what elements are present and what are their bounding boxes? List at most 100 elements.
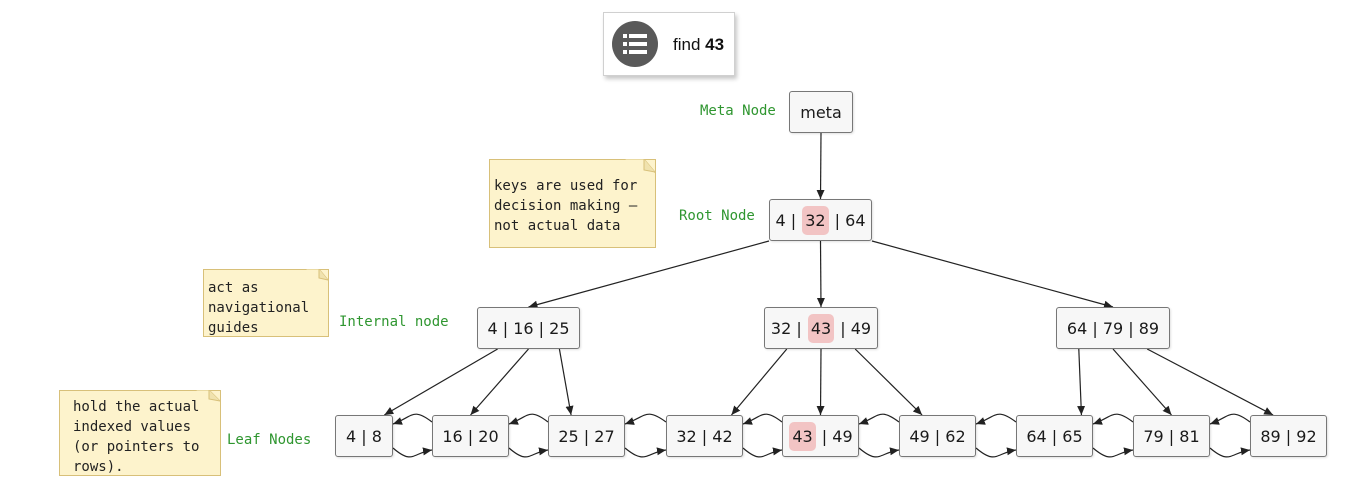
highlighted-key: 32	[802, 205, 829, 235]
leaf-node: 64 | 65	[1016, 415, 1093, 457]
edge-arrow	[558, 348, 574, 416]
leaf-node: 25 | 27	[548, 415, 625, 457]
meta-node: meta	[789, 91, 853, 133]
sibling-link-arrow	[624, 413, 667, 425]
edge-arrow	[816, 348, 825, 416]
edge-arrow	[854, 348, 923, 416]
node-key: 92	[1296, 426, 1317, 446]
node-key: 8	[371, 426, 382, 446]
leaf-note: hold the actual indexed values (or point…	[59, 390, 221, 476]
sibling-link-arrow	[742, 413, 783, 425]
edge-arrow	[383, 348, 498, 416]
root-node-label: Root Node	[679, 208, 755, 224]
node-key: 64	[1026, 426, 1047, 446]
meta-node-label: Meta Node	[700, 103, 776, 119]
edge-arrow	[816, 240, 825, 308]
key-separator: |	[356, 426, 372, 446]
node-key: 89	[1138, 318, 1160, 338]
leaf-node: 89 | 92	[1250, 415, 1327, 457]
edge-arrow	[1077, 348, 1086, 416]
internal-node-middle: 32 | 43 | 49	[764, 307, 878, 349]
internal-note-text: act as navigational guides	[208, 280, 310, 336]
root-node: 4 | 32 | 64	[769, 199, 872, 241]
key-separator: |	[1280, 426, 1297, 446]
search-title-key: 43	[705, 35, 725, 54]
highlighted-key: 43	[789, 421, 816, 451]
sibling-link-arrow	[858, 447, 900, 458]
node-key: 4	[775, 210, 786, 230]
leaf-node: 4 | 8	[335, 415, 393, 457]
key-separator: |	[497, 318, 514, 338]
list-icon	[612, 21, 658, 67]
sibling-link-arrow	[624, 447, 667, 458]
node-key: 64	[1066, 318, 1088, 338]
node-key: 32	[676, 426, 697, 446]
node-key: 20	[478, 426, 499, 446]
leaf-nodes-label: Leaf Nodes	[227, 432, 312, 448]
sibling-link-arrow	[975, 413, 1017, 425]
key-separator: |	[1163, 426, 1180, 446]
sibling-link-arrow	[1092, 413, 1134, 425]
key-separator: |	[578, 426, 595, 446]
edge-arrow	[1146, 348, 1274, 416]
leaf-node: 43 | 49	[782, 415, 859, 457]
node-key: 81	[1179, 426, 1200, 446]
key-separator: |	[1046, 426, 1063, 446]
leaf-node: 49 | 62	[899, 415, 976, 457]
search-title: find 43	[673, 13, 724, 77]
sibling-link-arrow	[858, 413, 900, 425]
node-key: 25	[558, 426, 579, 446]
internal-note: act as navigational guides	[203, 269, 329, 337]
node-key: 4	[487, 318, 498, 338]
node-key: 89	[1260, 426, 1281, 446]
node-key: 49	[909, 426, 930, 446]
key-separator: |	[835, 318, 851, 338]
node-key: 16	[513, 318, 534, 338]
node-key: 16	[442, 426, 463, 446]
node-key: 79	[1102, 318, 1124, 338]
node-key: 49	[850, 318, 872, 338]
key-separator: |	[1087, 318, 1103, 338]
sibling-link-arrow	[1092, 447, 1134, 458]
sibling-link-arrow	[975, 447, 1017, 458]
sibling-link-arrow	[1209, 447, 1251, 458]
node-key: 64	[845, 210, 866, 230]
node-key: 42	[712, 426, 733, 446]
edge-arrow	[528, 240, 770, 309]
edge-arrow	[1112, 348, 1172, 416]
sibling-link-arrow	[392, 447, 433, 458]
edge-arrow	[730, 348, 788, 416]
leaf-note-text: hold the actual indexed values (or point…	[73, 399, 200, 475]
key-separator: |	[1123, 318, 1139, 338]
leaf-node: 32 | 42	[666, 415, 743, 457]
edge-arrow	[816, 132, 825, 200]
key-separator: |	[533, 318, 550, 338]
key-separator: |	[462, 426, 479, 446]
leaf-node: 16 | 20	[432, 415, 509, 457]
node-key: 32	[770, 318, 792, 338]
internal-node-left: 4 | 16 | 25	[477, 307, 580, 349]
key-separator: |	[829, 210, 846, 230]
key-separator: |	[816, 426, 833, 446]
leaf-node: 79 | 81	[1133, 415, 1210, 457]
search-title-card: find 43	[603, 12, 735, 76]
node-key: 4	[346, 426, 357, 446]
key-separator: |	[785, 210, 802, 230]
node-key: 62	[945, 426, 966, 446]
sibling-link-arrow	[392, 413, 433, 425]
sibling-link-arrow	[508, 447, 549, 458]
key-separator: |	[696, 426, 713, 446]
node-key: 79	[1143, 426, 1164, 446]
root-note: keys are used for decision making – not …	[489, 159, 656, 248]
meta-node-text: meta	[800, 102, 842, 122]
node-key: 27	[594, 426, 615, 446]
key-separator: |	[791, 318, 807, 338]
edge-arrow	[871, 240, 1114, 309]
node-key: 65	[1062, 426, 1083, 446]
internal-node-right: 64 | 79 | 89	[1056, 307, 1170, 349]
edge-arrow	[470, 348, 529, 416]
internal-node-label: Internal node	[339, 314, 449, 330]
key-separator: |	[929, 426, 946, 446]
sibling-link-arrow	[508, 413, 549, 425]
